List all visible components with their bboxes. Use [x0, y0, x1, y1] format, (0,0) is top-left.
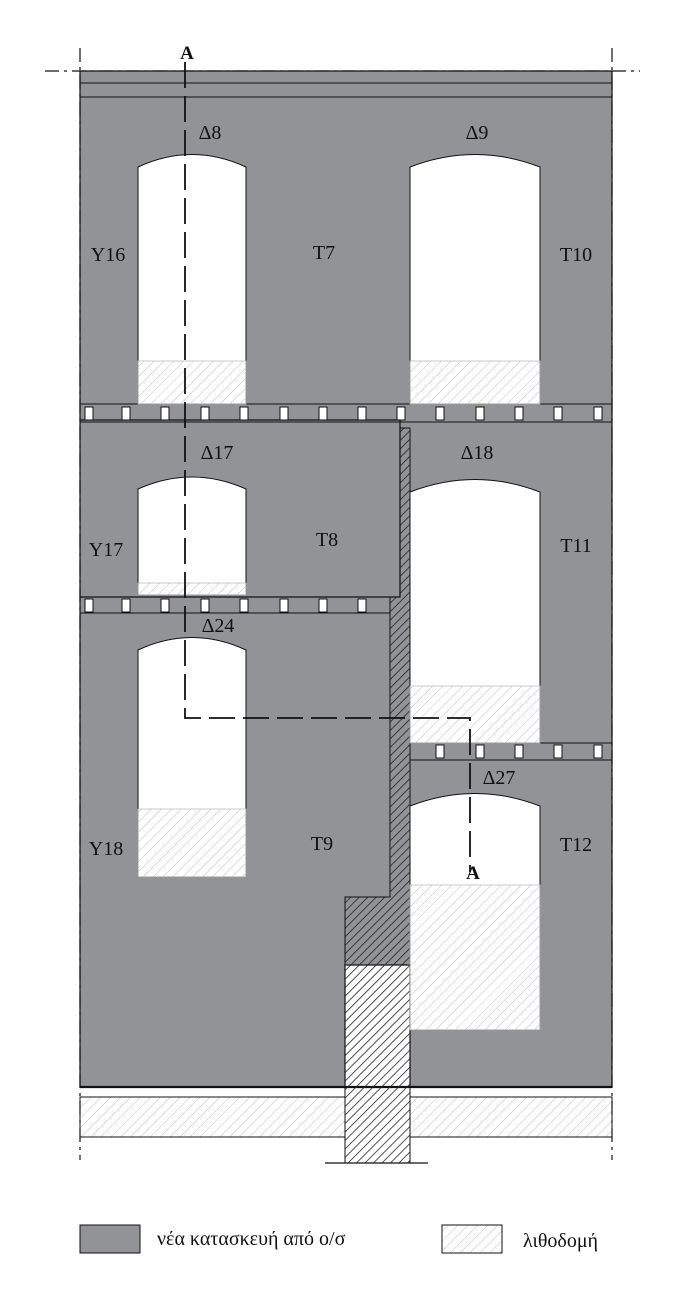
label-d8: Δ8 — [199, 122, 222, 144]
label-t7: T7 — [313, 242, 335, 264]
label-d18: Δ18 — [461, 442, 494, 464]
label-t11: T11 — [560, 535, 591, 557]
opening-d18 — [409, 479, 541, 744]
label-t8: T8 — [316, 529, 338, 551]
floor-slab-2 — [80, 596, 390, 614]
legend: νέα κατασκευή από ο/σ λιθοδομή — [79, 1224, 598, 1254]
label-t12: T12 — [560, 834, 592, 856]
label-t10: T10 — [560, 244, 592, 266]
opening-d8 — [137, 154, 247, 405]
label-d27: Δ27 — [483, 767, 516, 789]
section-line-a-a — [184, 62, 471, 872]
label-y17: Y17 — [89, 539, 123, 561]
opening-d9 — [409, 154, 541, 405]
legend-swatch-masonry — [441, 1224, 503, 1254]
label-d24: Δ24 — [202, 615, 235, 637]
label-d17: Δ17 — [201, 442, 234, 464]
opening-d17 — [137, 476, 247, 596]
section-mark-top: A — [180, 43, 194, 64]
floor-slab-1 — [80, 403, 612, 423]
legend-label-concrete: νέα κατασκευή από ο/σ — [157, 1228, 346, 1250]
section-mark-bottom: A — [466, 863, 480, 884]
opening-d27 — [409, 793, 541, 1031]
legend-swatch-concrete — [79, 1224, 141, 1254]
label-t9: T9 — [311, 833, 333, 855]
label-y16: Y16 — [91, 244, 125, 266]
label-d9: Δ9 — [466, 122, 489, 144]
label-y18: Y18 — [89, 838, 123, 860]
masonry-foundation — [79, 1096, 613, 1138]
opening-d24 — [137, 637, 247, 878]
legend-label-masonry: λιθοδομή — [523, 1230, 598, 1252]
